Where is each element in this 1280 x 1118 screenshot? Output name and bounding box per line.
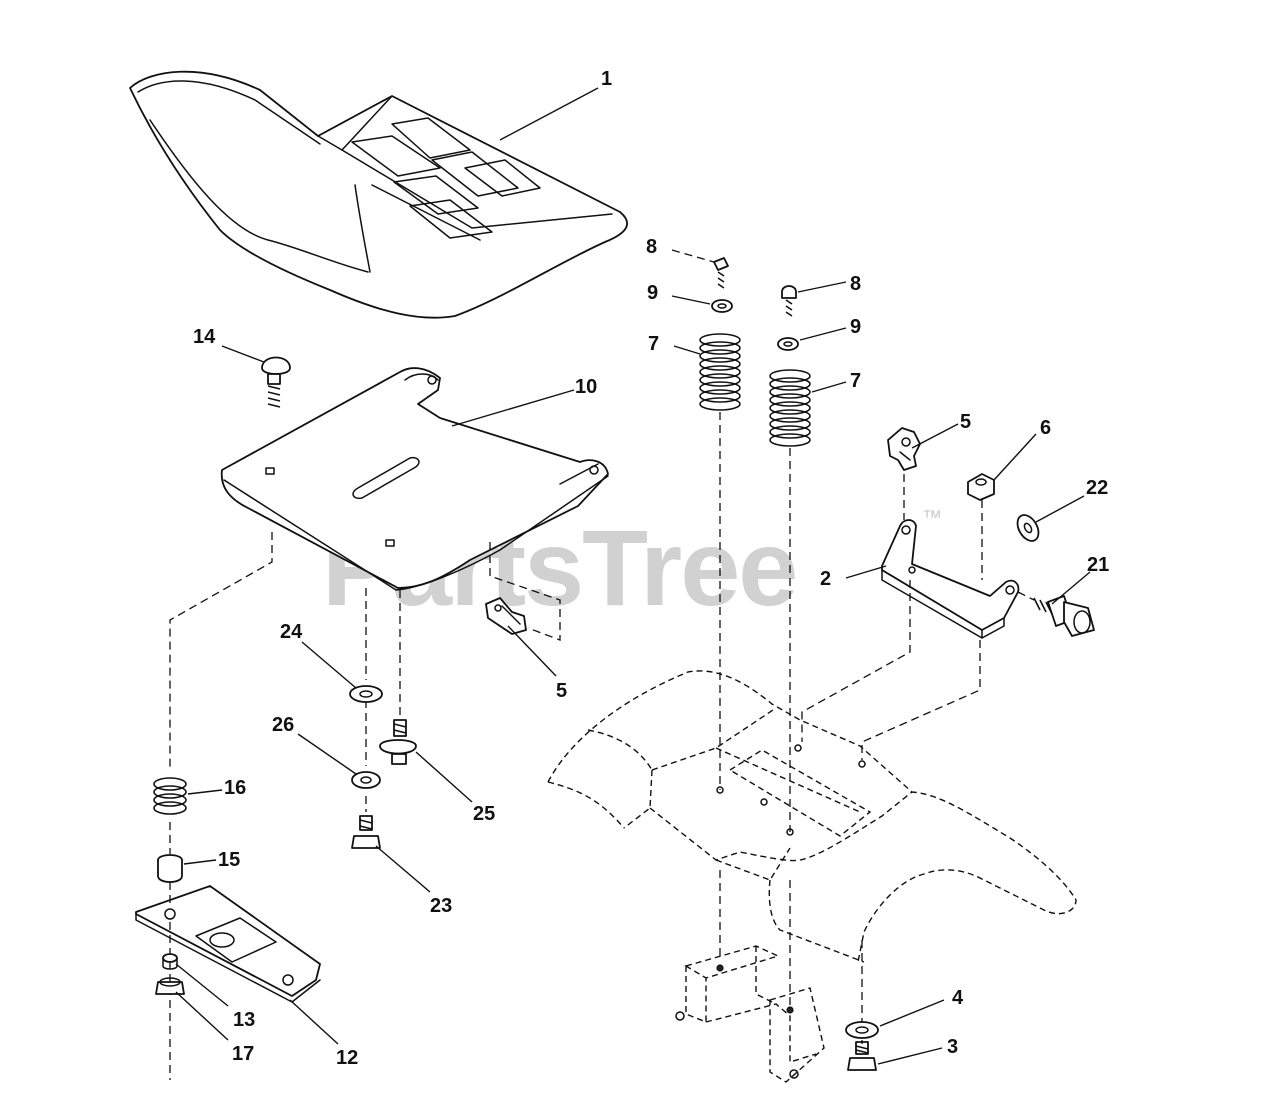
callout-26: 26 [272, 714, 294, 736]
callout-8-right: 8 [850, 273, 861, 295]
washer-4-part[interactable] [845, 1021, 879, 1039]
washer-left-part[interactable] [711, 299, 733, 313]
callout-7-left: 7 [648, 333, 659, 355]
callout-9-right: 9 [850, 316, 861, 338]
seat-part[interactable] [129, 70, 629, 319]
callout-16: 16 [224, 777, 246, 799]
washer-24-part[interactable] [349, 685, 383, 703]
spring-left-part[interactable] [699, 333, 741, 411]
hinge-bracket-part[interactable] [881, 519, 1020, 639]
washer-22-part[interactable] [1013, 511, 1043, 544]
seat-pan-part[interactable] [220, 367, 609, 591]
screw-25-part[interactable] [379, 719, 417, 765]
nut-13-part[interactable] [162, 953, 178, 970]
callout-22: 22 [1086, 477, 1108, 499]
callout-10: 10 [575, 376, 597, 398]
clip-upper-part[interactable] [887, 427, 921, 471]
callout-6: 6 [1040, 417, 1051, 439]
slide-plate-part[interactable] [135, 885, 321, 1003]
clip-lower-part[interactable] [485, 597, 527, 635]
bolt-right-part[interactable] [781, 285, 797, 317]
callout-21: 21 [1087, 554, 1109, 576]
callout-2: 2 [820, 568, 831, 590]
shoulder-bolt-part[interactable] [1033, 595, 1095, 637]
washer-right-part[interactable] [777, 337, 799, 351]
callout-4: 4 [952, 987, 964, 1009]
callout-25: 25 [473, 803, 495, 825]
callout-8-left: 8 [646, 236, 657, 258]
bolt-left-part[interactable] [713, 257, 729, 289]
callout-24: 24 [280, 621, 303, 643]
watermark-trademark: ™ [922, 507, 942, 529]
callout-23: 23 [430, 895, 452, 917]
callout-17: 17 [232, 1043, 254, 1065]
carriage-bolt-part[interactable] [261, 356, 291, 408]
callout-14: 14 [193, 326, 216, 348]
spring-right-part[interactable] [769, 369, 811, 447]
nut-17-part[interactable] [155, 977, 185, 995]
callout-12: 12 [336, 1047, 358, 1069]
callout-13: 13 [233, 1009, 255, 1031]
spacer-15-part[interactable] [157, 854, 183, 883]
nut-6-part[interactable] [967, 473, 995, 501]
callout-3: 3 [947, 1036, 958, 1058]
callout-7-right: 7 [850, 370, 861, 392]
spring-16-part[interactable] [153, 777, 187, 815]
callout-15: 15 [218, 849, 240, 871]
lower-bracket-part [675, 945, 825, 1083]
frame-part [547, 670, 1077, 963]
callout-5-lower: 5 [556, 680, 567, 702]
bolt-3-part[interactable] [847, 1041, 877, 1071]
callout-5-upper: 5 [960, 411, 971, 433]
callout-9-left: 9 [647, 282, 658, 304]
washer-26-part[interactable] [351, 771, 381, 789]
nut-23-part[interactable] [351, 815, 381, 849]
callout-1: 1 [601, 68, 612, 90]
